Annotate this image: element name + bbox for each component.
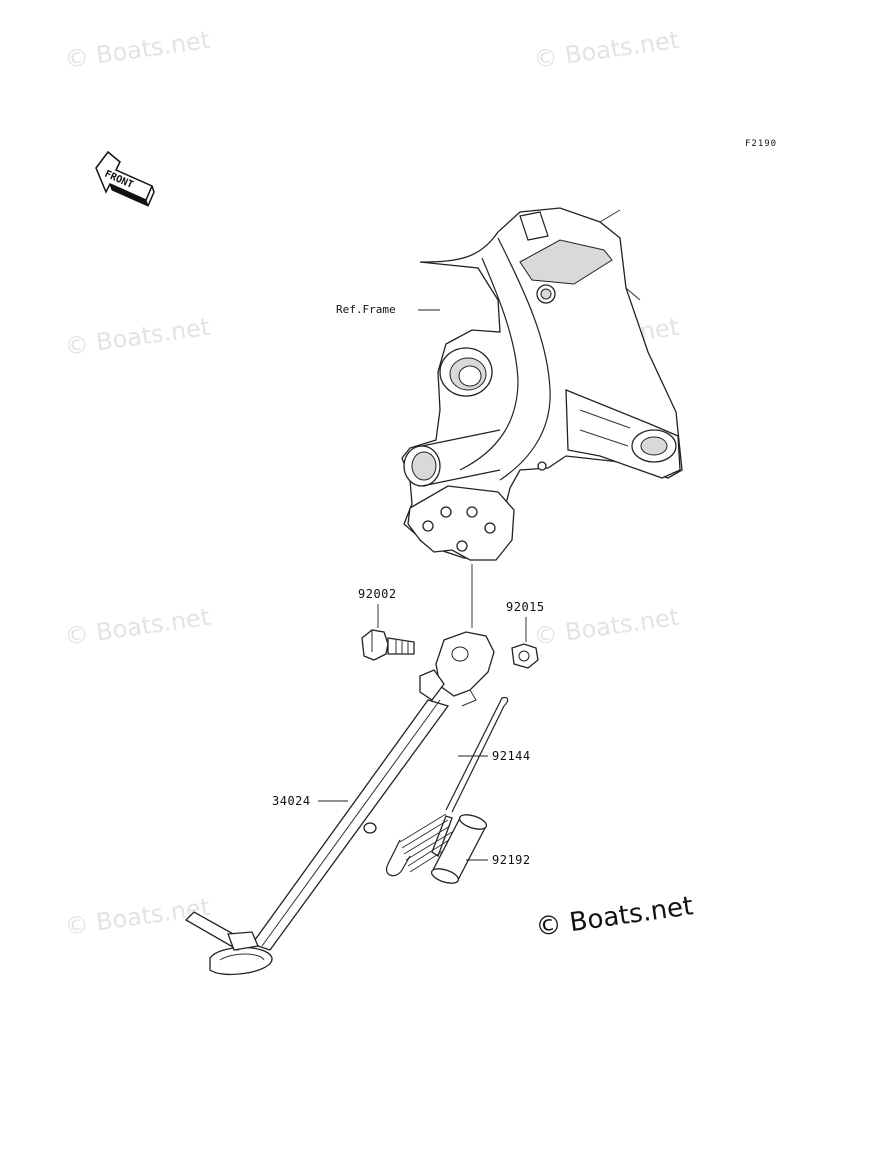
bolt-92002[interactable] xyxy=(361,629,415,661)
nut-92015[interactable] xyxy=(511,643,539,669)
part-number-92144[interactable]: 92144 xyxy=(492,749,531,763)
part-number-34024[interactable]: 34024 xyxy=(272,794,311,808)
watermark: © Boats.net xyxy=(63,603,212,651)
watermark: © Boats.net xyxy=(532,603,681,651)
watermark: © Boats.net xyxy=(532,26,681,74)
sleeve-92192[interactable] xyxy=(430,812,488,886)
watermark: © Boats.net xyxy=(63,313,212,361)
part-number-92192[interactable]: 92192 xyxy=(492,853,531,867)
side-stand-34024[interactable] xyxy=(184,631,495,976)
frame-reference xyxy=(401,207,683,561)
front-arrow-icon: FRONT xyxy=(95,150,155,207)
main-watermark: © Boats.net xyxy=(534,891,695,943)
spring-92144[interactable] xyxy=(386,696,509,877)
watermark: © Boats.net xyxy=(63,26,212,74)
figure-id: F2190 xyxy=(745,139,777,149)
part-number-92002[interactable]: 92002 xyxy=(358,587,397,601)
part-number-92015[interactable]: 92015 xyxy=(506,600,545,614)
ref-frame-label: Ref.Frame xyxy=(336,303,396,316)
